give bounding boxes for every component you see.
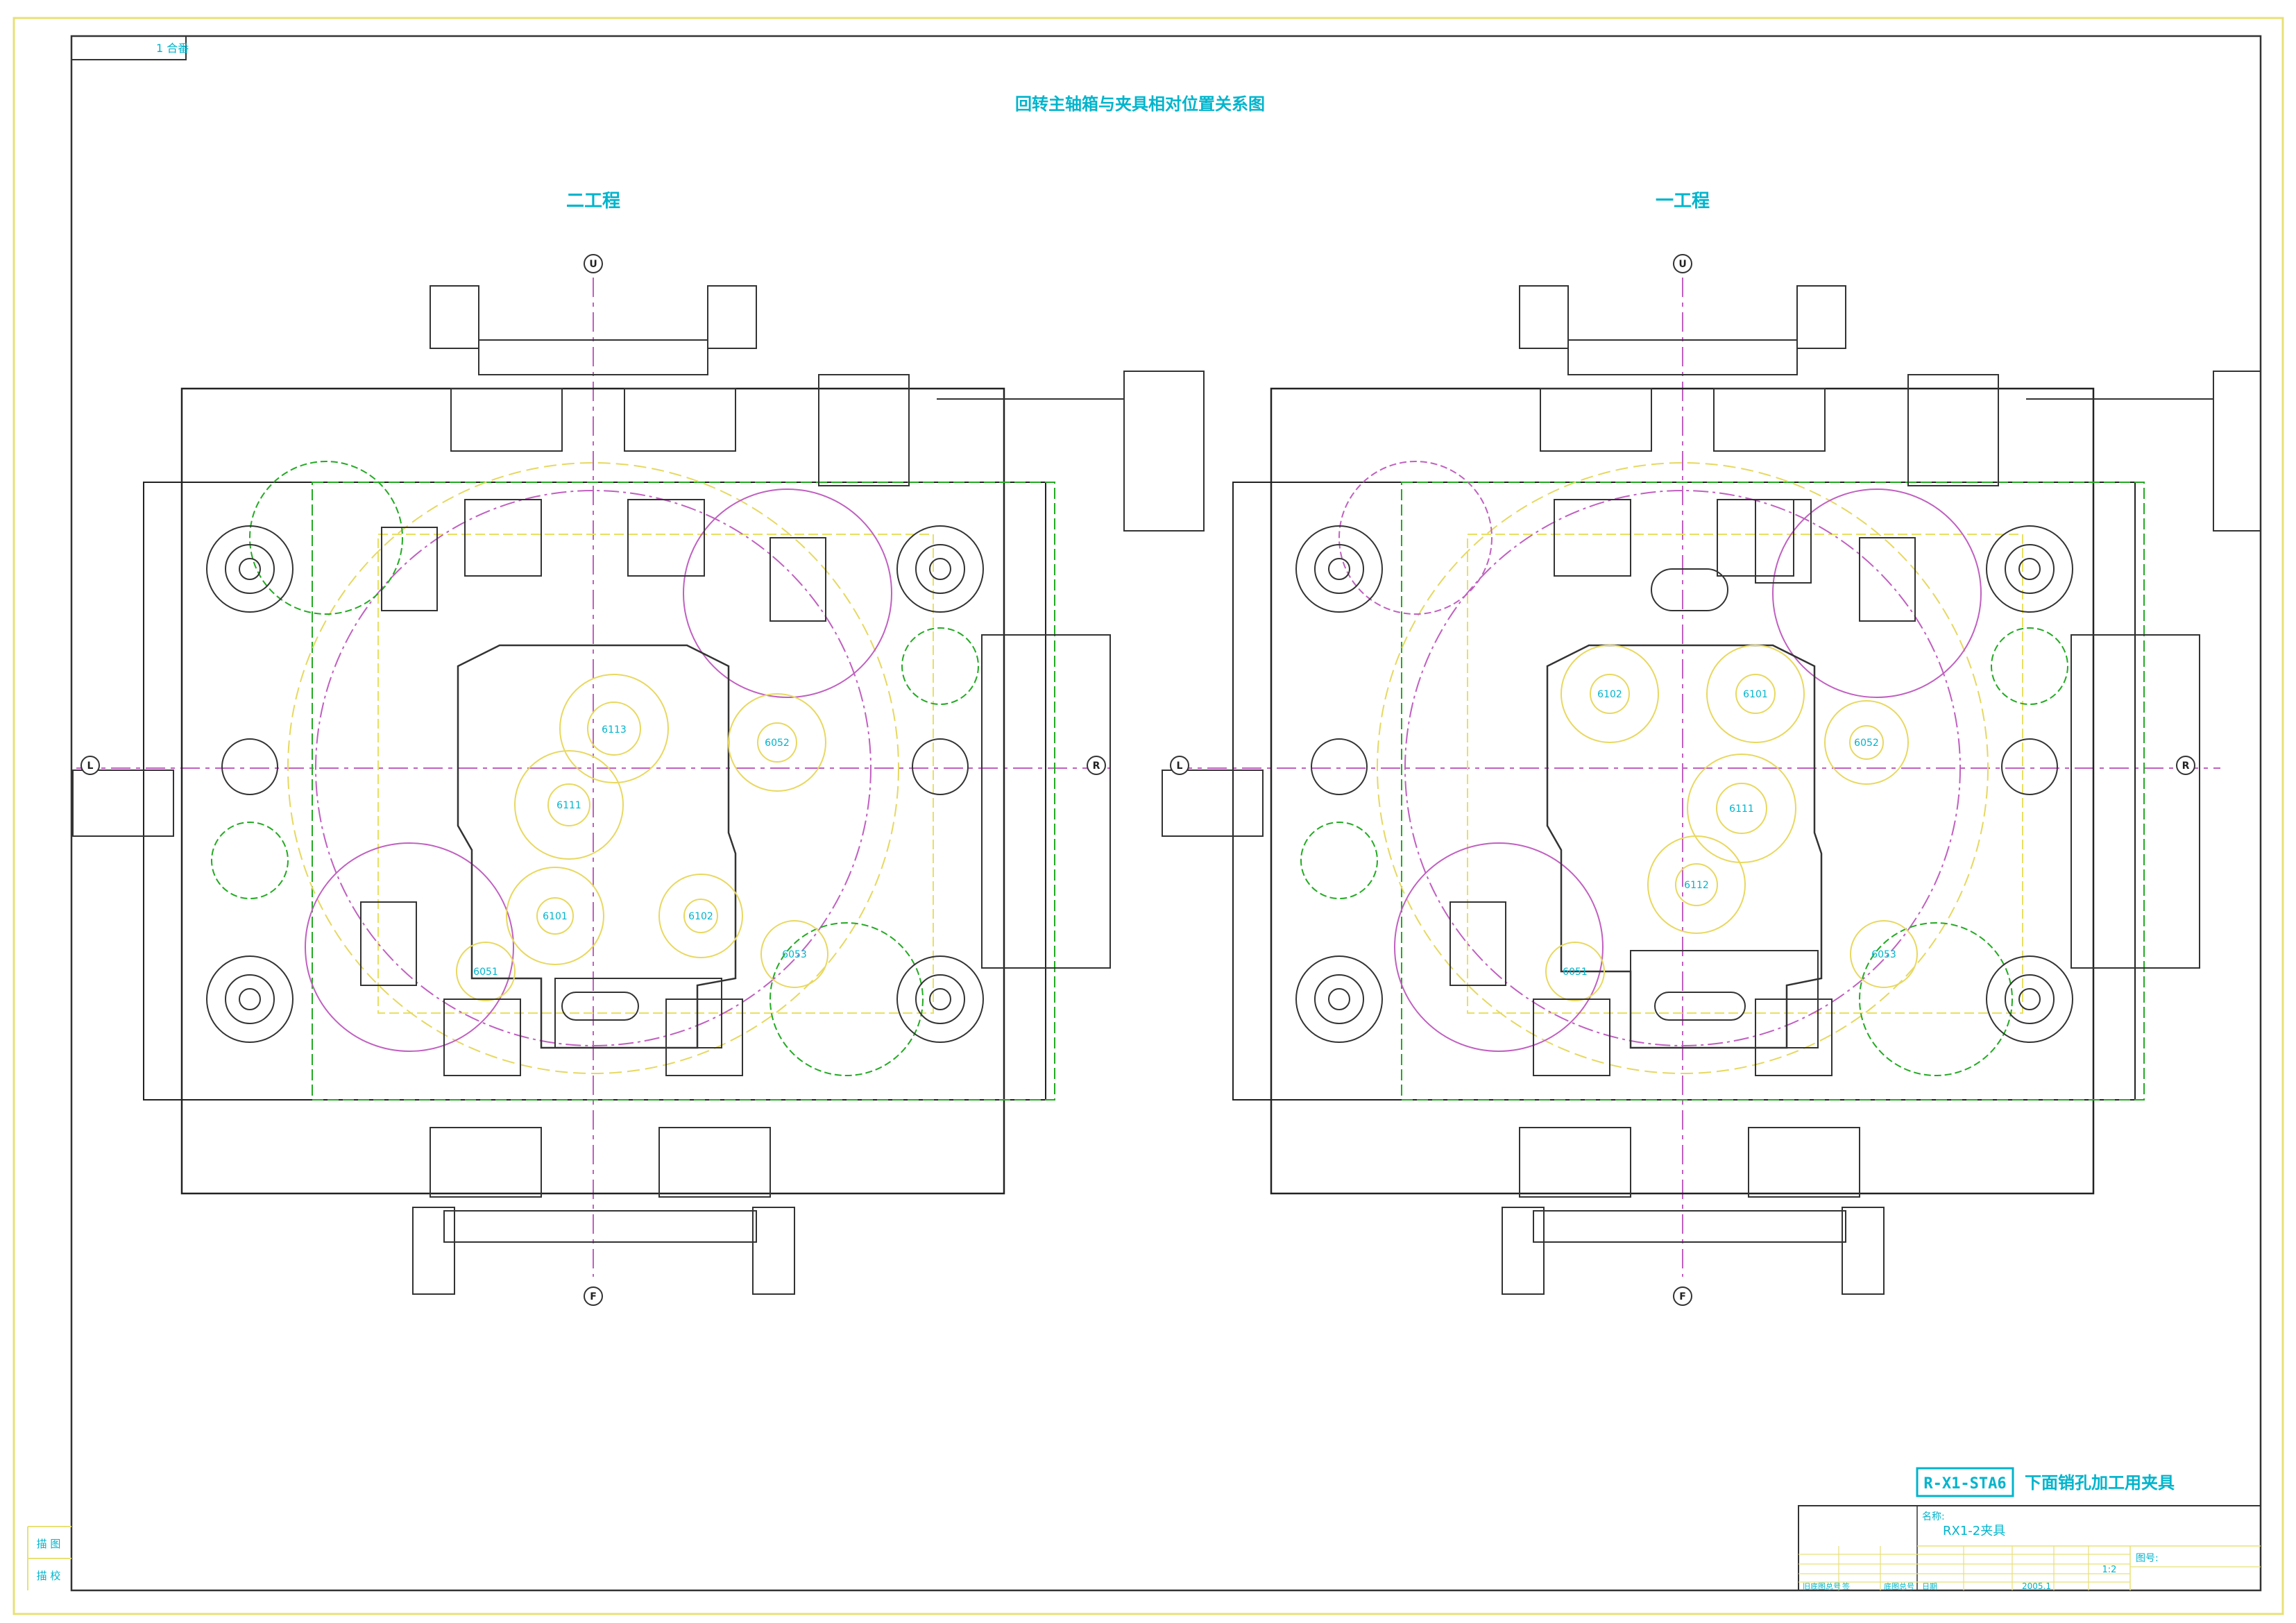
drawing-code-box	[1916, 1467, 2014, 1497]
part-label: 6113	[602, 724, 627, 736]
corner-tag-box	[71, 35, 187, 60]
margin-label-trace: 描 图	[37, 1538, 61, 1550]
axis-label-top: U	[1678, 259, 1686, 270]
axis-label-left: L	[1177, 760, 1183, 772]
part-label: 6102	[1597, 689, 1622, 700]
axis-label-left: L	[87, 760, 94, 772]
part-label: 6112	[1684, 880, 1709, 891]
bottom-left-label: 旧底图总号	[1803, 1581, 1841, 1591]
part-label: 6101	[1743, 689, 1768, 700]
title-block: R-X1-STA6 下面销孔加工用夹具 名称: RX1-2夹具 1:2 2005…	[1798, 1467, 2261, 1591]
part-label: 6052	[765, 738, 790, 749]
axis-label-right: R	[1093, 760, 1100, 772]
name-label: 名称:	[1922, 1511, 1945, 1522]
part-label: 6053	[782, 949, 807, 960]
view-title: 二工程	[566, 191, 620, 212]
part-label: 6111	[556, 800, 581, 811]
bottom-left-label: 日期	[1922, 1582, 1937, 1591]
part-label: 6052	[1854, 738, 1879, 749]
outer-border	[12, 17, 2284, 1615]
part-label: 6053	[1871, 949, 1896, 960]
part-label: 6051	[473, 967, 498, 978]
scale-value: 1:2	[2102, 1565, 2117, 1575]
drawing-name: 下面销孔加工用夹具	[2025, 1473, 2175, 1493]
axis-label-right: R	[2182, 760, 2190, 772]
view-process-2: 二工程 6113 6111 6052	[72, 191, 1205, 1306]
name-value: RX1-2夹具	[1943, 1524, 2005, 1538]
axis-label-bottom: F	[590, 1291, 597, 1302]
inner-frame	[70, 35, 2262, 1592]
axis-label-bottom: F	[1679, 1291, 1686, 1302]
axis-label-top: U	[589, 259, 597, 270]
date-value: 2005.1	[2022, 1581, 2051, 1591]
view-process-1: 一工程 6102 6101 6052 6111 6112	[1162, 191, 2261, 1306]
part-label: 6111	[1729, 804, 1754, 815]
part-label: 6101	[543, 911, 568, 922]
main-title: 回转主轴箱与夹具相对位置关系图	[1015, 94, 1265, 114]
margin-label-check: 描 校	[37, 1570, 61, 1582]
sheet-label: 图号:	[2136, 1553, 2159, 1564]
drawing-code: R-X1-STA6	[1923, 1475, 2006, 1493]
bottom-left-label: 底图总号	[1884, 1581, 1914, 1591]
part-label: 6102	[688, 911, 713, 922]
part-label: 6051	[1563, 967, 1588, 978]
view-title: 一工程	[1656, 191, 1710, 212]
bottom-left-label: 签	[1842, 1581, 1850, 1591]
corner-tag: 1 合番	[156, 42, 189, 55]
